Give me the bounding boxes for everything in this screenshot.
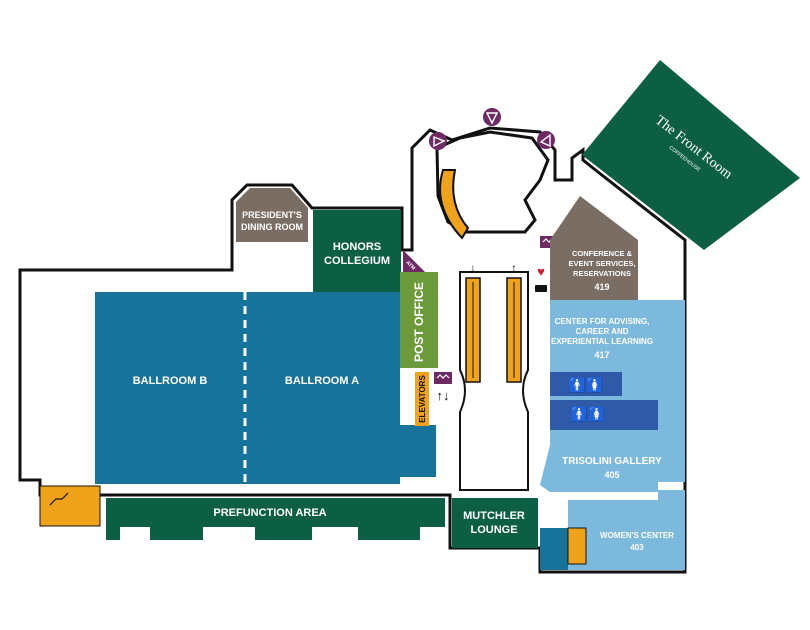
restroom-icon: 🚹🚺 xyxy=(571,406,606,423)
mutchler-label-2: LOUNGE xyxy=(470,524,517,536)
post-office xyxy=(400,272,438,368)
stairs-womens-center xyxy=(567,527,587,565)
power-outlet-icon xyxy=(535,285,547,292)
ballroom-b xyxy=(95,292,245,484)
conference-label-3: RESERVATIONS xyxy=(573,269,631,278)
ballroom-b-label: BALLROOM B xyxy=(133,375,208,387)
elevator-arrows-icon: ↑↓ xyxy=(437,388,450,403)
prefunction-label: PREFUNCTION AREA xyxy=(213,507,326,519)
advising-label: CENTER FOR ADVISING, xyxy=(555,317,650,326)
honors-collegium-label-2: COLLEGIUM xyxy=(324,255,390,267)
atm-label: ATM xyxy=(404,260,416,272)
presidents-dining-label-2: DINING ROOM xyxy=(241,222,303,232)
conference-event-services xyxy=(550,196,638,300)
presidents-dining-label: PRESIDENT'S xyxy=(242,210,302,220)
front-room-area xyxy=(582,60,800,250)
ice-cream-cone-icon xyxy=(483,108,501,126)
post-office-label: POST OFFICE xyxy=(412,282,426,362)
presidents-dining-room xyxy=(236,188,308,242)
conference-label: CONFERENCE & xyxy=(572,249,633,258)
ice-cream-cone-icon xyxy=(429,132,447,150)
womens-center-label: WOMEN'S CENTER xyxy=(600,531,674,540)
stairs-southwest xyxy=(39,485,101,527)
womens-center-alcove xyxy=(540,528,568,570)
atm-badge xyxy=(403,250,425,272)
restroom-icon: 🚹🚺 xyxy=(569,377,604,394)
ballroom-a-annex xyxy=(380,425,436,477)
mutchler-lounge xyxy=(452,498,538,548)
ballroom-a xyxy=(245,292,400,484)
elevators-label: ELEVATORS xyxy=(418,375,427,423)
vending-machine-icon xyxy=(434,372,452,384)
honors-collegium-label: HONORS xyxy=(333,241,381,253)
elevators xyxy=(415,372,429,426)
mutchler-label: MUTCHLER xyxy=(463,510,525,522)
conference-label-2: EVENT SERVICES, xyxy=(569,259,636,268)
restroom-mens xyxy=(550,372,622,396)
honors-collegium xyxy=(313,210,401,292)
ballroom-a-label: BALLROOM A xyxy=(285,375,359,387)
atrium-stair xyxy=(439,169,470,240)
aed-heart-icon: ♥ xyxy=(537,264,545,279)
advising-room-number: 417 xyxy=(594,350,609,360)
escalator-arrow-icon: ↓ xyxy=(470,261,476,275)
advising-label-3: EXPERIENTIAL LEARNING xyxy=(551,337,653,346)
restroom-womens xyxy=(550,400,658,430)
prefunction-area xyxy=(106,498,445,540)
trisolini-gallery xyxy=(540,420,685,492)
trisolini-room-number: 405 xyxy=(604,470,619,480)
trisolini-label: TRISOLINI GALLERY xyxy=(562,456,662,467)
ice-cream-cone-icon xyxy=(537,131,555,149)
advising-label-2: CAREER AND xyxy=(575,327,628,336)
womens-center-room-number: 403 xyxy=(630,543,644,552)
womens-center xyxy=(568,490,685,570)
escalator-arrow-icon: ↑ xyxy=(511,261,517,275)
conference-room-number: 419 xyxy=(594,282,609,292)
atrium-outline xyxy=(435,130,550,234)
